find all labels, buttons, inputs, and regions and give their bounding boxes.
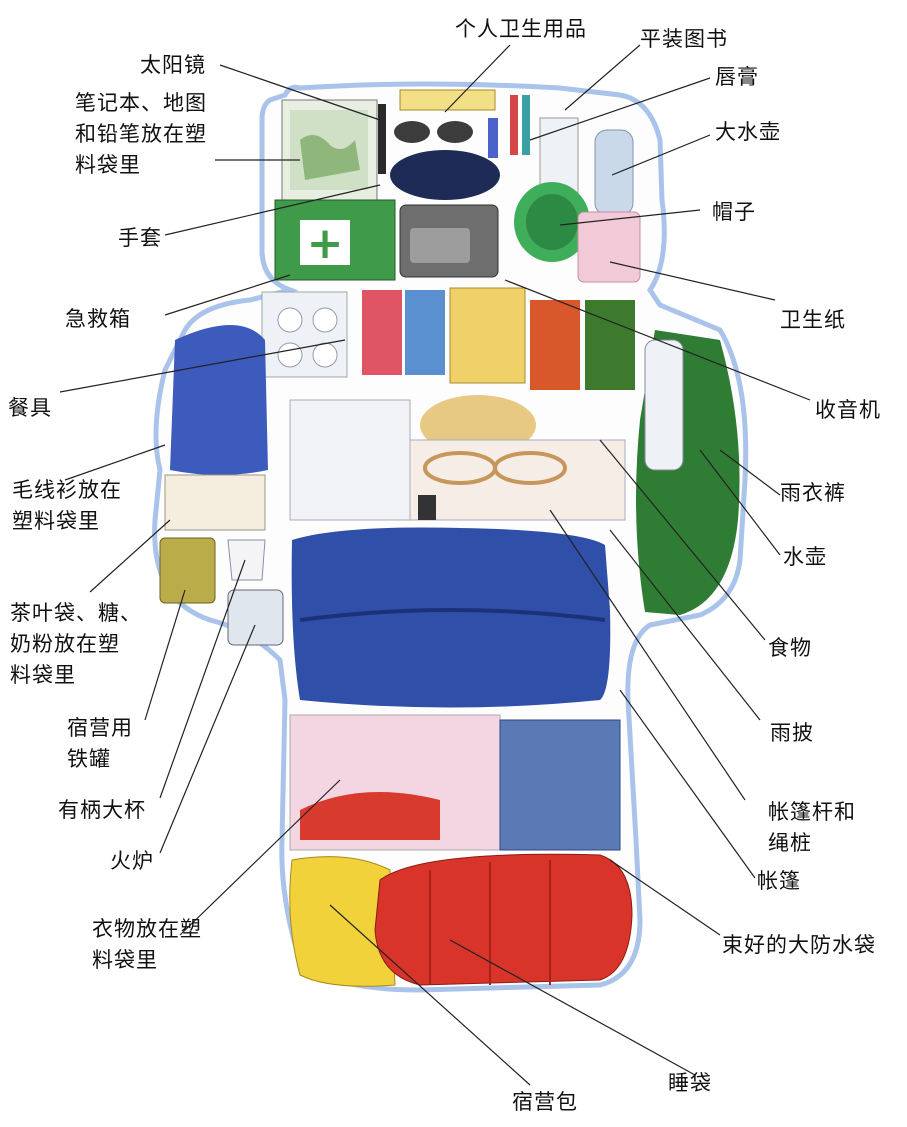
label-paperback-books: 平装图书: [640, 27, 728, 51]
sleeping-bag: [374, 853, 633, 986]
label-tea-sugar: 茶叶袋、糖、 奶粉放在塑 料袋里: [10, 601, 142, 687]
pencil: [378, 104, 386, 174]
label-mug: 有柄大杯: [58, 798, 146, 822]
tent-pole-bundle: [289, 399, 411, 521]
label-tin-can: 宿营用 铁罐: [67, 716, 133, 771]
label-rain-pants: 雨衣裤: [780, 481, 846, 505]
tea-sugar-bag: [164, 474, 266, 531]
toilet-paper: [577, 211, 641, 283]
label-gloves: 手套: [118, 226, 162, 250]
label-big-water-bottle: 大水壶: [715, 120, 781, 144]
label-sleeping-bag: 睡袋: [668, 1071, 712, 1095]
label-sunglasses: 太阳镜: [140, 53, 206, 77]
label-food: 食物: [768, 636, 812, 660]
food-bag: [449, 287, 526, 384]
gloves: [390, 150, 500, 200]
hygiene-box: [399, 89, 496, 111]
sweater-bag: [170, 325, 268, 475]
first-aid-cross: +: [307, 218, 344, 269]
label-sweater: 毛线衫放在 塑料袋里: [12, 478, 122, 533]
label-stove: 火炉: [110, 849, 154, 873]
label-personal-hygiene: 个人卫生用品: [455, 17, 587, 41]
label-dry-bag: 束好的大防水袋: [722, 933, 876, 957]
label-tent: 帐篷: [757, 869, 801, 893]
label-water-bottle: 水壶: [783, 545, 827, 569]
big-water-bottle: [594, 129, 634, 216]
label-radio: 收音机: [815, 398, 881, 422]
stove: [227, 589, 284, 646]
label-notebook-map: 笔记本、地图 和铅笔放在塑 料袋里: [75, 91, 207, 177]
label-tableware: 餐具: [8, 396, 52, 420]
tent: [291, 527, 611, 708]
label-hat: 帽子: [712, 200, 756, 224]
mug: [227, 539, 266, 581]
label-first-aid: 急救箱: [65, 307, 131, 331]
leader-lines: [59, 44, 811, 1086]
label-camp-bag: 宿营包: [512, 1090, 578, 1114]
label-tent-poles: 帐篷杆和 绳桩: [768, 800, 856, 855]
label-clothes: 衣物放在塑 料袋里: [92, 917, 202, 972]
label-lip-balm: 唇膏: [715, 65, 759, 89]
tableware: [261, 291, 348, 378]
water-bottle: [644, 339, 684, 471]
camp-bag: [289, 856, 396, 987]
label-toilet-paper: 卫生纸: [780, 308, 846, 332]
label-poncho: 雨披: [770, 721, 814, 745]
camp-tin-can: [159, 537, 216, 604]
sunglasses: [394, 121, 430, 143]
